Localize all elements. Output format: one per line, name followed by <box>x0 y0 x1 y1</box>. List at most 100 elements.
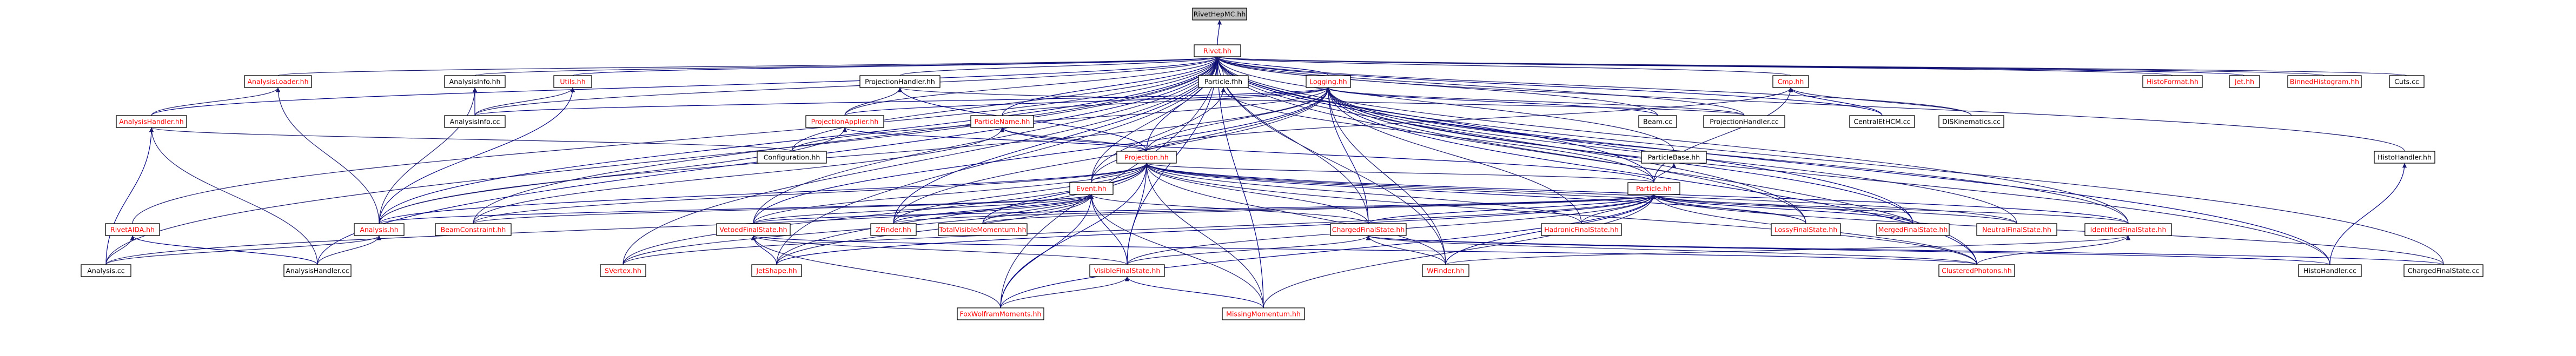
node-histohandler[interactable]: HistoHandler.hh <box>2374 151 2435 164</box>
node-diskin[interactable]: DISKinematics.cc <box>1938 115 2004 128</box>
dependency-edge <box>776 56 1220 265</box>
node-binnedhisto[interactable]: BinnedHistogram.hh <box>2287 75 2362 88</box>
node-jet[interactable]: Jet.hh <box>2229 75 2260 88</box>
node-configuration[interactable]: Configuration.hh <box>757 151 827 164</box>
node-label: WFinder.hh <box>1427 267 1464 275</box>
node-projectionapplier[interactable]: ProjectionApplier.hh <box>805 115 884 128</box>
node-centraletcm[interactable]: CentralEtHCM.cc <box>1849 115 1915 128</box>
node-histoformat[interactable]: HistoFormat.hh <box>2142 75 2203 88</box>
node-label: JetShape.hh <box>756 267 797 275</box>
node-box <box>1641 151 1707 164</box>
dependency-edge <box>1089 194 1369 224</box>
node-box <box>244 75 312 88</box>
node-analysiscc[interactable]: Analysis.cc <box>81 264 131 277</box>
node-lossyfs[interactable]: LossyFinalState.hh <box>1771 223 1841 236</box>
node-missingmomentum[interactable]: MissingMomentum.hh <box>1222 307 1305 320</box>
node-rivetaida[interactable]: RivetAIDA.hh <box>105 223 160 236</box>
node-hadronicfs[interactable]: HadronicFinalState.hh <box>1541 223 1622 236</box>
node-utils[interactable]: Utils.hh <box>553 75 592 88</box>
node-analysishandlercc[interactable]: AnalysisHandler.cc <box>283 264 352 277</box>
node-label: VetoedFinalState.hh <box>719 226 787 234</box>
node-box <box>870 223 917 236</box>
dependency-edge <box>379 87 478 224</box>
node-label: ProjectionHandler.cc <box>1710 118 1779 126</box>
node-label: AnalysisLoader.hh <box>248 78 309 86</box>
dependency-edge <box>1002 56 1220 116</box>
dependency-edge <box>753 194 1094 224</box>
node-box <box>1627 182 1680 195</box>
node-box <box>970 115 1034 128</box>
dependency-edge <box>1144 163 2017 224</box>
node-label: ZFinder.hh <box>876 226 911 234</box>
dependency-edge <box>1127 235 1371 265</box>
node-chargedfscc[interactable]: ChargedFinalState.cc <box>2403 264 2484 277</box>
node-label: Particle.hh <box>1636 185 1672 193</box>
node-histohandlercc[interactable]: HistoHandler.cc <box>2298 264 2362 277</box>
dependency-edge <box>130 235 318 265</box>
node-analysis[interactable]: Analysis.hh <box>354 223 405 236</box>
node-label: RivetHepMC.hh <box>1194 10 1246 18</box>
node-wfinder[interactable]: WFinder.hh <box>1422 264 1469 277</box>
node-clusteredphotons[interactable]: ClusteredPhotons.hh <box>1938 264 2015 277</box>
node-analysisloader[interactable]: AnalysisLoader.hh <box>244 75 312 88</box>
dependency-edge <box>317 235 382 265</box>
node-analysisinfocc[interactable]: AnalysisInfo.cc <box>444 115 506 128</box>
node-label: DISKinematics.cc <box>1942 118 2001 126</box>
node-foxwolfram[interactable]: FoxWolframMoments.hh <box>957 307 1044 320</box>
node-box <box>1771 223 1841 236</box>
node-visiblefs[interactable]: VisibleFinalState.hh <box>1089 264 1165 277</box>
dependency-edge <box>1326 87 1658 116</box>
node-label: HistoHandler.hh <box>2378 153 2432 162</box>
node-label: AnalysisInfo.hh <box>449 78 501 86</box>
node-box <box>859 75 941 88</box>
node-projection[interactable]: Projection.hh <box>1116 151 1177 164</box>
node-chargedfs[interactable]: ChargedFinalState.hh <box>1330 223 1407 236</box>
node-analysishandler[interactable]: AnalysisHandler.hh <box>116 115 187 128</box>
dependency-edge <box>623 163 1149 265</box>
dependency-edge <box>1089 194 1128 265</box>
node-particlename[interactable]: ParticleName.hh <box>970 115 1034 128</box>
dependency-edge <box>149 127 792 152</box>
node-event[interactable]: Event.hh <box>1069 182 1114 195</box>
node-label: Logging.hh <box>1309 78 1347 86</box>
dependency-edge <box>1091 87 1226 183</box>
node-mergedfs[interactable]: MergedFinalState.hh <box>1876 223 1950 236</box>
node-totalvisible[interactable]: TotalVisibleMomentum.hh <box>938 223 1028 236</box>
node-box <box>105 223 160 236</box>
node-projectionhandler[interactable]: ProjectionHandler.hh <box>859 75 941 88</box>
node-box <box>1192 8 1247 21</box>
dependency-edge <box>1326 87 1977 265</box>
dependency-edge <box>898 87 1745 116</box>
node-identifiedfs[interactable]: IdentifiedFinalState.hh <box>2084 223 2172 236</box>
node-rivet[interactable]: Rivet.hh <box>1194 44 1241 57</box>
dependency-edge <box>1651 194 1806 224</box>
node-label: FoxWolframMoments.hh <box>960 310 1042 318</box>
node-zfinder[interactable]: ZFinder.hh <box>870 223 917 236</box>
dependency-edge <box>1215 56 1745 116</box>
node-particlebase[interactable]: ParticleBase.hh <box>1641 151 1707 164</box>
node-particlefhh[interactable]: Particle.fhh <box>1198 75 1249 88</box>
node-cmp[interactable]: Cmp.hh <box>1772 75 1809 88</box>
node-projhandlercc[interactable]: ProjectionHandler.cc <box>1703 115 1785 128</box>
node-svertex[interactable]: SVertex.hh <box>600 264 646 277</box>
node-label: ClusteredPhotons.hh <box>1942 267 2012 275</box>
node-label: Beam.cc <box>1643 118 1672 126</box>
node-box <box>1938 264 2015 277</box>
node-neutralfs[interactable]: NeutralFinalState.hh <box>1976 223 2057 236</box>
node-particle[interactable]: Particle.hh <box>1627 182 1680 195</box>
node-beamconstraint[interactable]: BeamConstraint.hh <box>435 223 512 236</box>
dependency-edge <box>379 87 1331 224</box>
node-vetoedfs[interactable]: VetoedFinalState.hh <box>716 223 791 236</box>
node-jetshape[interactable]: JetShape.hh <box>751 264 802 277</box>
dependency-edge <box>893 194 1094 224</box>
node-logging[interactable]: Logging.hh <box>1306 75 1351 88</box>
node-hepmc[interactable]: RivetHepMC.hh <box>1192 8 1247 21</box>
node-cutscc[interactable]: Cuts.cc <box>2389 75 2425 88</box>
node-analysisinfo[interactable]: AnalysisInfo.hh <box>444 75 506 88</box>
node-box <box>957 307 1044 320</box>
dependency-edge <box>1215 56 1883 116</box>
dependency-edge <box>982 194 1094 224</box>
dependency-edge <box>1215 56 2173 76</box>
dependency-edge <box>1215 56 1972 116</box>
node-beamcc[interactable]: Beam.cc <box>1638 115 1677 128</box>
